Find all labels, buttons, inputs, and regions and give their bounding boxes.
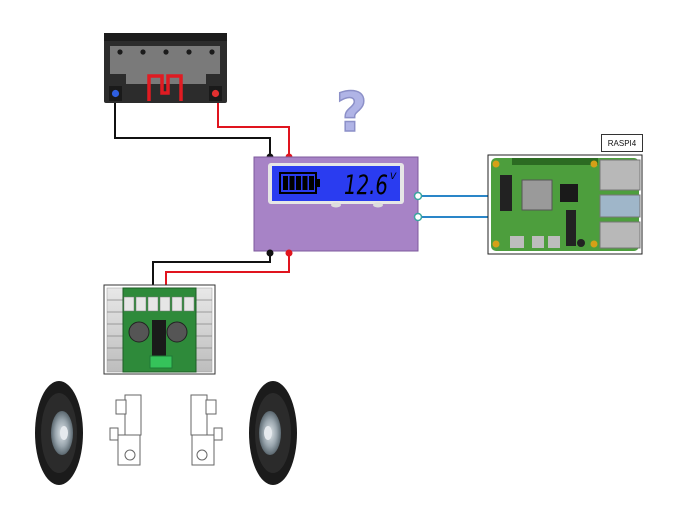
motor-driver-board (103, 284, 216, 375)
voltage-unit: V (390, 172, 397, 182)
raspberry-pi-board (487, 154, 643, 255)
left-motor-bracket (109, 394, 142, 466)
raspi-label: RASPI4 (601, 134, 643, 152)
battery-negative-terminal (109, 86, 122, 101)
wires-battery-to-module (114, 103, 293, 161)
voltage-meter-module: 12.6 V (253, 156, 419, 252)
battery-positive-terminal (209, 86, 222, 101)
question-mark-icon: ? (335, 81, 368, 144)
positive-wire (217, 103, 290, 157)
lcd-display: 12.6 V (268, 163, 404, 204)
left-wheel (35, 381, 83, 485)
battery (104, 33, 227, 103)
right-wheel (249, 381, 297, 485)
negative-wire (114, 103, 271, 157)
positive-wire-lower (165, 251, 290, 295)
voltage-readout: 12.6 (344, 170, 388, 201)
battery-level-icon (279, 172, 320, 194)
right-motor-bracket (190, 394, 223, 466)
